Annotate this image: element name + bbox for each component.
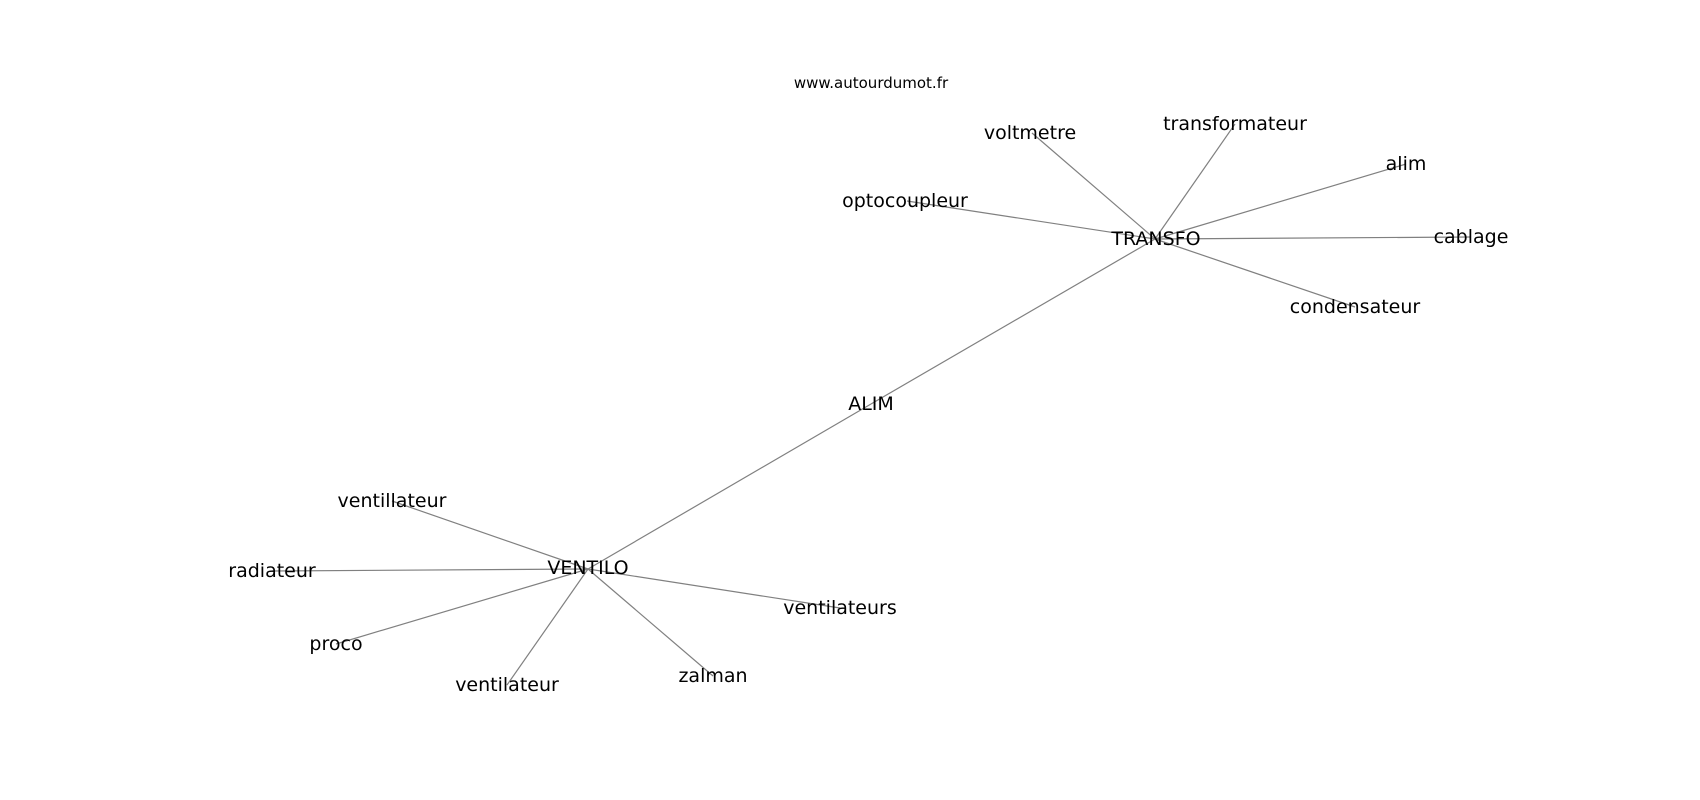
site-url: www.autourdumot.fr — [794, 74, 949, 92]
edge-alim_center-ventilo — [587, 403, 872, 570]
node-optocoupleur[interactable]: optocoupleur — [842, 190, 968, 212]
node-cablage[interactable]: cablage — [1434, 226, 1509, 248]
node-transformateur[interactable]: transformateur — [1163, 113, 1307, 135]
edge-transfo-alim — [1154, 163, 1407, 240]
edge-transfo-optocoupleur — [906, 200, 1156, 240]
edge-ventilo-proco — [335, 568, 589, 645]
edge-ventilo-zalman — [587, 568, 714, 677]
edge-ventilo-ventillateur — [391, 500, 589, 570]
node-ventilateurs[interactable]: ventilateurs — [783, 597, 897, 619]
edge-transfo-cablage — [1154, 236, 1472, 240]
edge-transfo-condensateur — [1154, 238, 1356, 308]
node-ventillateur[interactable]: ventillateur — [338, 490, 447, 512]
node-condensateur[interactable]: condensateur — [1290, 296, 1421, 318]
edge-ventilo-ventilateurs — [587, 568, 841, 609]
node-transfo[interactable]: TRANSFO — [1110, 228, 1200, 250]
edge-alim_center-transfo — [870, 238, 1156, 405]
node-zalman[interactable]: zalman — [678, 665, 747, 687]
node-voltmetre[interactable]: voltmetre — [984, 122, 1076, 144]
node-ventilateur[interactable]: ventilateur — [455, 674, 559, 696]
edge-ventilo-ventilateur — [506, 568, 589, 686]
node-radiateur[interactable]: radiateur — [228, 560, 316, 582]
edge-transfo-transformateur — [1154, 123, 1236, 240]
edges-layer — [271, 123, 1472, 686]
node-alim[interactable]: alim — [1386, 153, 1427, 175]
edge-ventilo-radiateur — [271, 568, 589, 572]
node-alim_center[interactable]: ALIM — [848, 393, 894, 415]
nodes-layer: ALIM TRANSFO VENTILO voltmetre transformateu… — [228, 113, 1508, 696]
node-ventilo[interactable]: VENTILO — [547, 557, 628, 579]
node-proco[interactable]: proco — [309, 633, 362, 655]
edge-transfo-voltmetre — [1031, 132, 1156, 240]
